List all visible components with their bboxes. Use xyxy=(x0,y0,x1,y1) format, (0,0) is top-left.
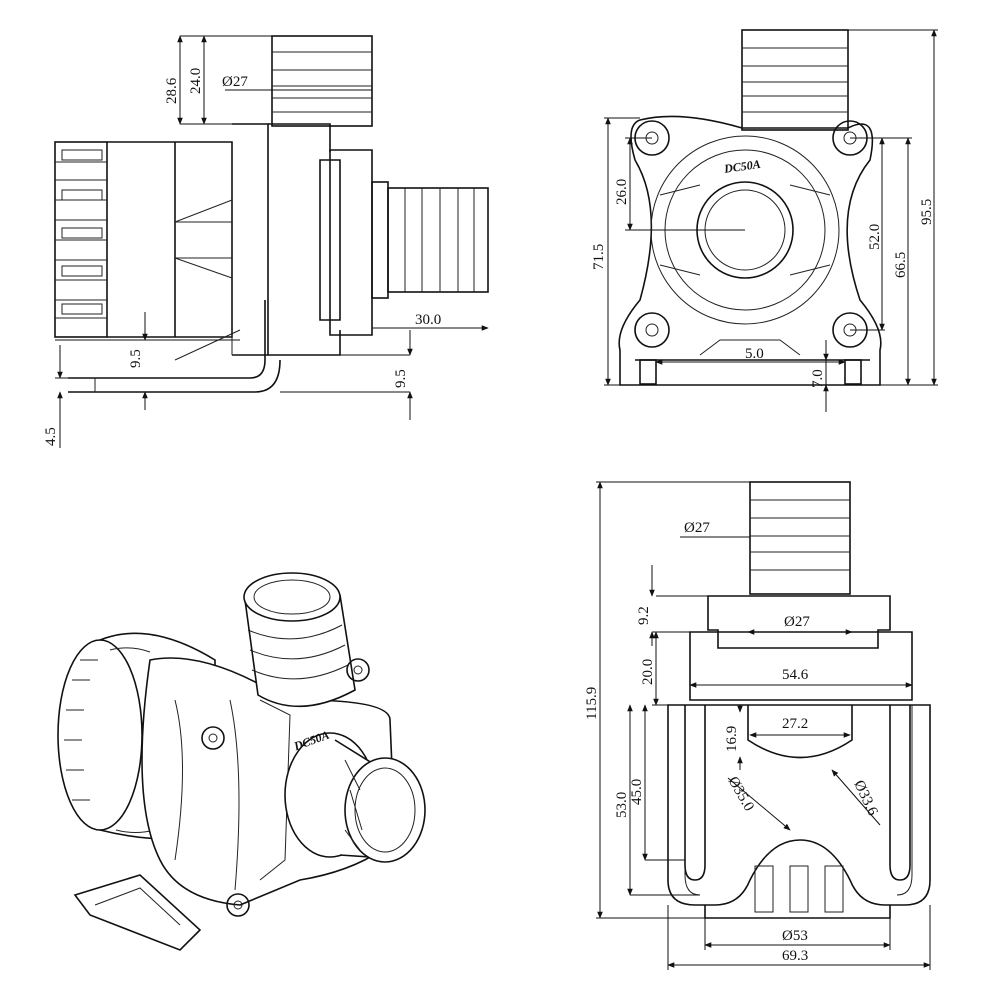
dim-dia-53: Ø53 xyxy=(782,928,808,944)
dim-4-5: 4.5 xyxy=(43,427,59,446)
dim-dia-27-top: Ø27 xyxy=(684,520,710,536)
front-mount-holes xyxy=(634,120,868,348)
front-dimensions: 26.0 71.5 52.0 66.5 95.5 5.0 7.0 xyxy=(591,29,938,412)
dim-95-5: 95.5 xyxy=(919,199,935,225)
front-top-outlet xyxy=(741,29,849,131)
dim-69-3: 69.3 xyxy=(782,948,808,964)
dim-54-6: 54.6 xyxy=(782,667,809,683)
side-dimensions: 28.6 24.0 Ø27 30.0 9.5 9.5 4.5 xyxy=(43,35,489,448)
bottom-dimensions: Ø27 9.2 Ø27 20.0 54.6 115.9 27.2 16.9 45… xyxy=(584,481,931,970)
dim-26-0: 26.0 xyxy=(614,179,630,205)
side-view: 28.6 24.0 Ø27 30.0 9.5 9.5 4.5 xyxy=(43,35,489,448)
dim-9-5-a: 9.5 xyxy=(128,349,144,368)
bottom-view: Ø27 9.2 Ø27 20.0 54.6 115.9 27.2 16.9 45… xyxy=(584,481,931,970)
dim-66-5: 66.5 xyxy=(893,252,909,278)
iso-inlet xyxy=(284,732,426,863)
dim-24-0: 24.0 xyxy=(188,68,204,94)
iso-bolts xyxy=(201,658,370,917)
dim-dia-27: Ø27 xyxy=(222,74,248,90)
front-logo: DC50A xyxy=(722,157,761,176)
dim-71-5: 71.5 xyxy=(591,244,607,270)
side-top-outlet xyxy=(271,35,373,127)
iso-foot xyxy=(73,874,202,951)
motor-cap xyxy=(54,141,108,338)
dim-115-9: 115.9 xyxy=(584,687,600,720)
pump-head xyxy=(319,149,373,336)
bottom-body xyxy=(667,704,931,906)
side-inlet xyxy=(371,181,489,299)
bottom-base-slots xyxy=(704,865,891,919)
iso-top-outlet xyxy=(243,572,356,708)
front-housing xyxy=(618,115,882,386)
dim-5-0: 5.0 xyxy=(745,346,764,362)
foot-bracket xyxy=(68,300,281,393)
dim-20-0: 20.0 xyxy=(640,659,656,685)
bottom-top-outlet xyxy=(749,481,851,595)
dim-52-0: 52.0 xyxy=(867,224,883,250)
front-view: DC50A xyxy=(591,29,938,412)
dim-dia-27-flange: Ø27 xyxy=(784,614,810,630)
dim-dia-35-0: Ø35.0 xyxy=(725,774,757,814)
dim-30-0: 30.0 xyxy=(415,312,441,328)
dim-dia-33-6: Ø33.6 xyxy=(850,778,880,819)
dim-16-9: 16.9 xyxy=(724,726,740,752)
iso-motor-cap xyxy=(57,632,216,840)
dim-28-6: 28.6 xyxy=(164,77,180,104)
dim-7-0: 7.0 xyxy=(810,369,826,388)
isometric-view: DC50A xyxy=(57,572,426,951)
dim-53-0: 53.0 xyxy=(614,792,630,818)
dim-9-5-b: 9.5 xyxy=(393,369,409,388)
dim-9-2: 9.2 xyxy=(636,606,652,625)
dim-45-0: 45.0 xyxy=(629,779,645,805)
bottom-flange xyxy=(707,595,891,649)
dim-27-2: 27.2 xyxy=(782,716,808,732)
bottom-inlet-arc xyxy=(747,705,853,759)
motor-body xyxy=(107,123,341,361)
